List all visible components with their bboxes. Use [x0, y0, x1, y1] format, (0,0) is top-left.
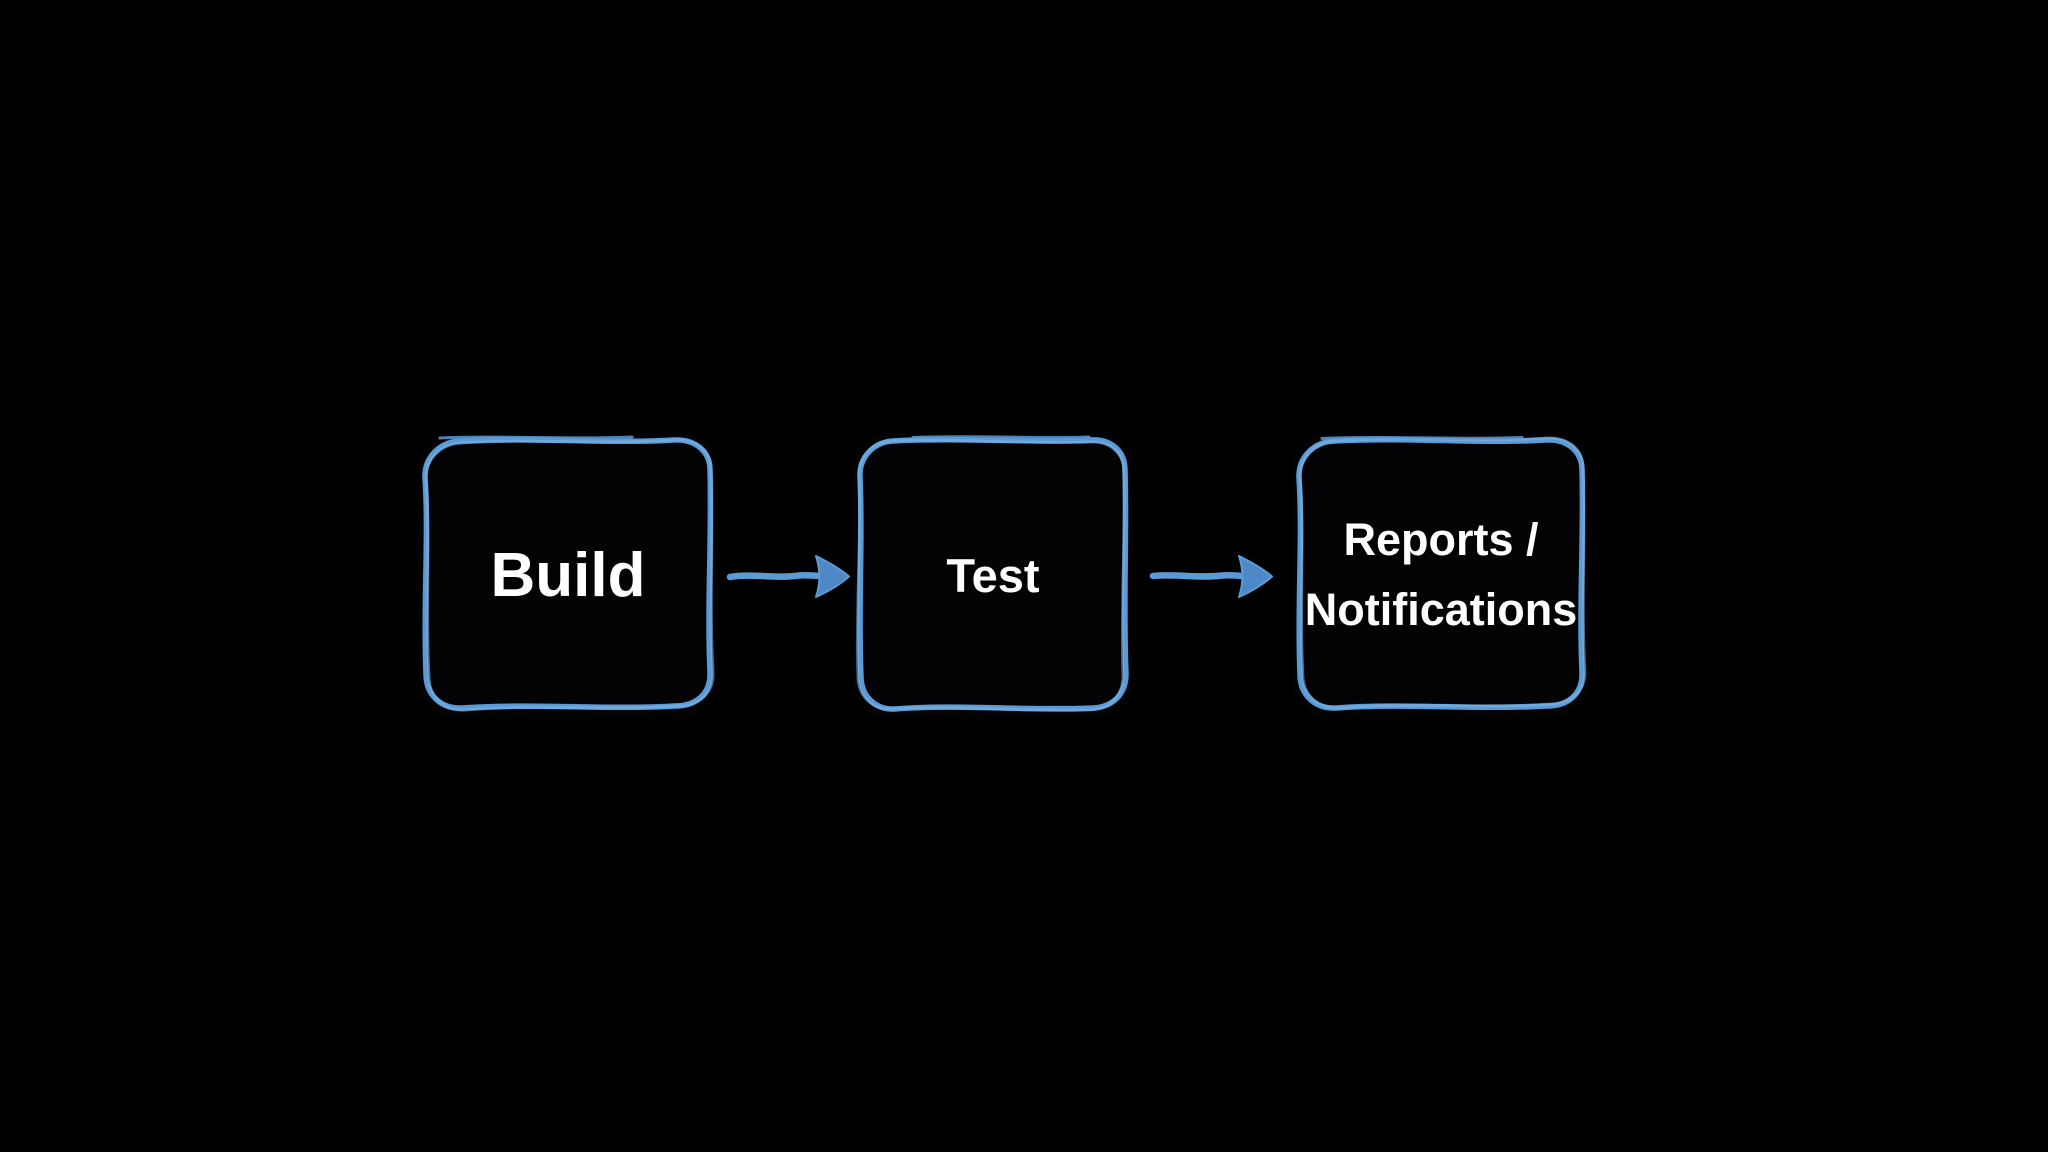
right-arrow-icon: [726, 555, 850, 598]
node-build: Build: [418, 434, 718, 716]
node-label: Test: [946, 549, 1040, 602]
node-label: Reports /: [1343, 514, 1539, 565]
node-reports-notifications: Reports / Notifications: [1292, 434, 1590, 716]
right-arrow-icon: [1149, 555, 1273, 598]
node-test: Test: [853, 434, 1133, 717]
node-label: Build: [490, 540, 646, 610]
node-label: Notifications: [1304, 584, 1578, 635]
